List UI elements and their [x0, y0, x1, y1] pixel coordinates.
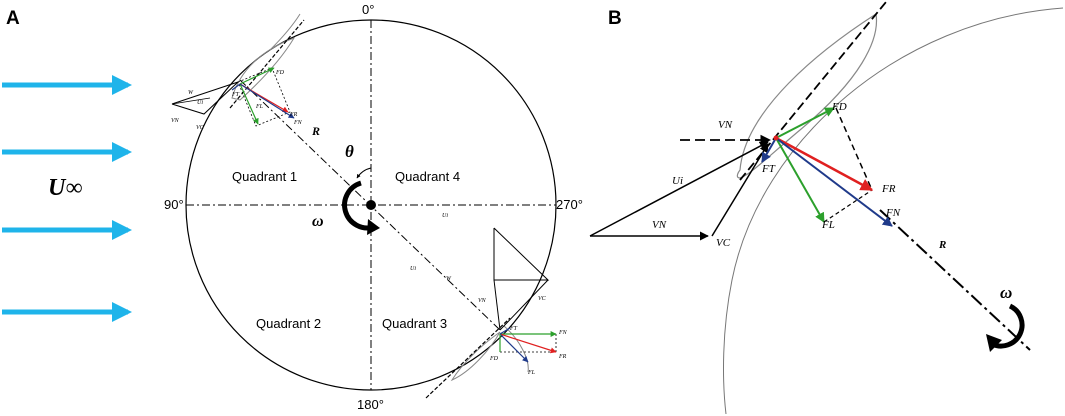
upper-fd-label: FD — [275, 70, 285, 76]
lower-ft-label: FT — [509, 326, 518, 332]
upper-ui-line — [171, 97, 211, 105]
vn-top-label: VN — [718, 119, 733, 131]
panel-a: A U∞ 0° 90° 270° 180° Quadrant 1 Quadran… — [2, 2, 583, 412]
quadrant-4-label: Quadrant 4 — [395, 169, 460, 184]
upper-w-label: W — [188, 90, 194, 96]
upper-ft-label: FT — [231, 92, 240, 98]
rotation-arrowhead — [367, 219, 380, 235]
rotor-hub — [366, 200, 376, 210]
upper-fn-label: FN — [293, 120, 303, 126]
radius-label: R — [311, 124, 320, 138]
upper-fn-vector — [239, 83, 295, 119]
vc-vector — [711, 143, 769, 237]
quadrant-2-label: Quadrant 2 — [256, 316, 321, 331]
lower-vc-label: VC — [538, 296, 547, 302]
fn-vector — [775, 137, 893, 227]
upper-vc-label: VC — [196, 125, 205, 131]
ft-vector — [761, 137, 777, 163]
rotation-arc — [342, 180, 375, 231]
lower-fn-label: FN — [558, 330, 568, 336]
theta-arc — [356, 167, 372, 179]
vn-bottom-label: VN — [652, 219, 667, 231]
theta-label: θ — [345, 142, 354, 161]
fn-label: FN — [885, 207, 901, 219]
lower-blade-tail — [503, 325, 529, 373]
omega-b-label: ω — [1000, 283, 1012, 302]
fd-fr-construction — [835, 107, 873, 191]
radius-line-b — [879, 209, 1031, 351]
lower-fl-vector — [499, 333, 529, 363]
lower-blade-chord — [425, 317, 511, 399]
fr-label: FR — [881, 183, 896, 195]
radius-b-label: R — [938, 239, 946, 251]
w-mid-label: W — [446, 276, 452, 282]
fr-vector — [775, 136, 874, 192]
upper-blade-chord — [229, 19, 305, 109]
force-origin — [773, 135, 779, 141]
lower-fl-label: FL — [527, 370, 536, 376]
rotation-arc-b — [990, 303, 1025, 349]
panel-b-letter: B — [608, 8, 622, 29]
omega-label: ω — [312, 213, 324, 230]
upper-ui-label: Ui — [197, 100, 203, 106]
upper-fr-label: FR — [289, 112, 298, 118]
angle-270-label: 270° — [556, 197, 583, 212]
upper-force-box — [237, 67, 291, 127]
lower-ft-vector — [499, 327, 511, 335]
fd-label: FD — [831, 101, 847, 113]
upper-blade-tip — [269, 13, 301, 51]
freestream-arrows — [2, 75, 132, 322]
upper-fd-vector — [239, 67, 275, 85]
fd-vector — [775, 107, 835, 139]
lower-blade-group: VN VC FT FN FD FR FL — [425, 227, 568, 399]
vc-label: VC — [716, 237, 731, 249]
ui-vector — [589, 141, 769, 237]
rotor-arc — [723, 7, 1064, 415]
lower-fr-label: FR — [558, 354, 567, 360]
panel-a-letter: A — [6, 8, 20, 29]
upper-ft-vector — [231, 83, 241, 91]
lower-fd-label: FD — [489, 356, 499, 362]
lower-fr-vector — [499, 333, 557, 354]
rotation-arrowhead-b — [986, 334, 1002, 352]
fl-vector — [775, 137, 825, 223]
lower-vc-line — [499, 279, 549, 331]
quadrant-1-label: Quadrant 1 — [232, 169, 297, 184]
freestream-label: U∞ — [48, 175, 82, 201]
fl-fr-construction — [823, 189, 873, 223]
angle-0-label: 0° — [362, 2, 374, 17]
angle-90-label: 90° — [164, 197, 184, 212]
lower-velocity-triangle-top — [493, 227, 550, 281]
lower-vn-line — [493, 279, 501, 331]
ui-mid-label: Ui — [442, 213, 448, 219]
lower-vn-label: VN — [478, 298, 487, 304]
upper-fl-label: FL — [255, 104, 264, 110]
lower-blade-airfoil — [450, 331, 501, 382]
quadrant-3-label: Quadrant 3 — [382, 316, 447, 331]
upper-blade-airfoil — [231, 37, 296, 101]
upper-vn-label: VN — [171, 118, 180, 124]
ui-label: Ui — [672, 175, 683, 187]
upper-velocity-triangle — [171, 81, 239, 115]
ft-label: FT — [761, 163, 776, 175]
upper-blade-group: W Ui VN VC FD FT FL FR FN — [171, 13, 305, 131]
panel-b: B VN Ui FT VN VC FD FR FN FL R — [589, 1, 1064, 415]
fl-label: FL — [821, 219, 835, 231]
angle-180-label: 180° — [357, 397, 384, 412]
ui-mid-label-2: Ui — [410, 266, 416, 272]
blade-airfoil — [736, 12, 878, 179]
upper-fl-vector — [239, 83, 259, 125]
